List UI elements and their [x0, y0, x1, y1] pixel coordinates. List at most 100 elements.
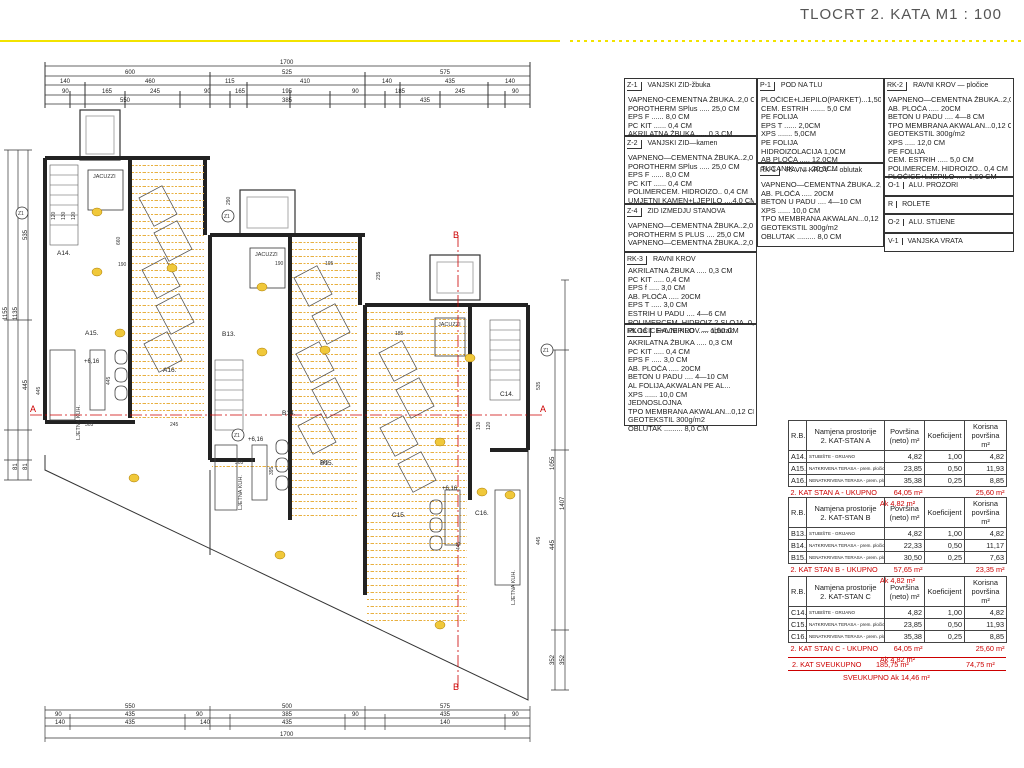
- svg-text:395: 395: [269, 466, 275, 475]
- svg-text:A14.: A14.: [57, 250, 71, 257]
- svg-text:445: 445: [36, 386, 42, 395]
- dimension-lines-left: [4, 149, 32, 481]
- svg-text:B13.: B13.: [222, 331, 236, 338]
- jacuzzi-boxes: [87, 169, 466, 357]
- kitchen-furniture: [49, 349, 521, 586]
- svg-text:245: 245: [170, 422, 179, 428]
- deck-terrace-c: [367, 308, 467, 623]
- svg-text:+6,16: +6,16: [248, 437, 264, 443]
- grand-total-kor: 74,75 m²: [966, 660, 995, 669]
- grid-bubbles: [15, 206, 554, 442]
- grand-total-rule: [788, 657, 1006, 658]
- skylights: [79, 109, 481, 301]
- material-tags: [91, 207, 516, 630]
- svg-text:Z1: Z1: [234, 433, 240, 439]
- dimension-lines-bottom: [44, 706, 531, 742]
- svg-text:435: 435: [440, 712, 451, 718]
- svg-text:1135: 1135: [13, 306, 19, 320]
- svg-text:90: 90: [55, 712, 62, 718]
- svg-text:445: 445: [23, 379, 29, 390]
- svg-text:90: 90: [352, 89, 359, 95]
- svg-text:LJETNA KUH.: LJETNA KUH.: [511, 570, 517, 605]
- title-rule: [0, 40, 560, 42]
- dim-total-bottom: 1700: [280, 732, 294, 738]
- svg-text:550: 550: [125, 704, 136, 710]
- svg-text:410: 410: [300, 79, 311, 85]
- dimension-labels-right: 1055 1407 445 352 352: [550, 456, 566, 665]
- jacuzzi-labels: JACUZZI JACUZZI JACUZZI: [93, 174, 461, 328]
- svg-text:140: 140: [200, 720, 211, 726]
- svg-text:A: A: [540, 404, 546, 414]
- walls-unit-c: [363, 303, 530, 595]
- svg-text:130: 130: [476, 421, 482, 430]
- level-marks: +6,16 +6,16 +6,16: [84, 359, 458, 492]
- dimension-lines-top: [45, 65, 530, 105]
- dim-total-top: 1700: [280, 60, 294, 66]
- svg-text:90: 90: [62, 89, 69, 95]
- svg-text:190: 190: [118, 262, 127, 268]
- svg-text:120: 120: [486, 421, 492, 430]
- svg-text:B15.: B15.: [320, 460, 334, 467]
- svg-text:445: 445: [536, 536, 542, 545]
- walls-unit-a: [43, 156, 210, 424]
- svg-text:JACUZZI: JACUZZI: [438, 322, 461, 328]
- svg-text:B14.: B14.: [282, 410, 296, 417]
- dimension-labels-left: 1155 1135 535 445 81 81: [3, 229, 29, 470]
- svg-text:B: B: [453, 682, 459, 692]
- svg-text:140: 140: [440, 720, 451, 726]
- svg-text:LJETNA KUH.: LJETNA KUH.: [76, 405, 82, 440]
- svg-text:130: 130: [61, 211, 67, 220]
- svg-text:385: 385: [282, 98, 293, 104]
- svg-text:A15.: A15.: [85, 330, 99, 337]
- svg-text:120: 120: [51, 211, 57, 220]
- svg-text:352: 352: [550, 654, 556, 665]
- svg-text:C16.: C16.: [475, 510, 489, 517]
- svg-text:460: 460: [145, 79, 156, 85]
- svg-text:190: 190: [275, 261, 284, 267]
- dimension-ticks-top: [44, 62, 531, 108]
- svg-text:245: 245: [150, 89, 161, 95]
- grand-total-ak: SVEUKUPNO Ak 14,46 m²: [843, 673, 930, 682]
- dimension-labels-top: 1700 600 525 575 140 460 115 410 140 435…: [60, 60, 519, 104]
- svg-text:525: 525: [282, 70, 293, 76]
- grand-total-rule-bottom: [788, 670, 1006, 671]
- svg-text:Z1: Z1: [18, 211, 24, 217]
- title-rule-dashed: [570, 40, 1024, 42]
- svg-text:445: 445: [106, 376, 112, 385]
- svg-text:140: 140: [60, 79, 71, 85]
- dimension-lines-right: [551, 279, 569, 691]
- svg-text:575: 575: [440, 70, 451, 76]
- svg-text:245: 245: [320, 460, 329, 466]
- svg-text:90: 90: [512, 89, 519, 95]
- grand-total-label: 2. KAT SVEUKUPNO: [792, 660, 862, 669]
- room-labels: A14. A15. A16. B13. B14. B15. C14. C15. …: [57, 250, 514, 519]
- section-line-a: A A: [30, 404, 546, 416]
- svg-text:B: B: [453, 230, 459, 240]
- svg-text:385: 385: [282, 712, 293, 718]
- svg-text:Z1: Z1: [224, 214, 230, 220]
- svg-text:A: A: [30, 404, 36, 414]
- svg-text:165: 165: [235, 89, 246, 95]
- svg-text:305: 305: [235, 460, 244, 466]
- svg-text:185: 185: [395, 89, 406, 95]
- stairs: [49, 164, 521, 431]
- svg-text:195: 195: [282, 89, 293, 95]
- svg-text:140: 140: [55, 720, 66, 726]
